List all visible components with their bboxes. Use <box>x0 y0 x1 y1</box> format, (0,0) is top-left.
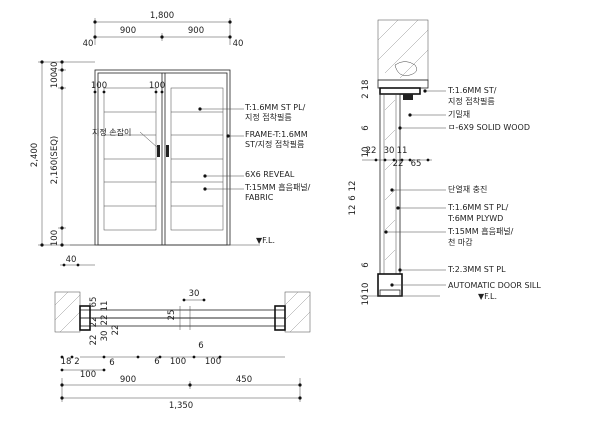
plan-dim-100: 100 <box>80 370 96 380</box>
note-acoustic-panel: T:15MM 흡음패널/ <box>244 182 311 192</box>
plan-small-2: 2 <box>74 357 79 367</box>
elev-dim-height: 2,400 <box>30 143 40 167</box>
elevation-notes: T:1.6MM ST PL/ 지정 접착필름 FRAME-T:1.6MM ST/… <box>198 103 311 202</box>
note-fabric: FABRIC <box>245 193 274 202</box>
elev-dim-edge-right: 40 <box>233 39 244 49</box>
elev-dim-top-a: 40 <box>50 62 60 73</box>
sec-note-door-sill: AUTOMATIC DOOR SILL <box>448 281 541 290</box>
sec-note-fabric: 천 마감 <box>448 237 473 247</box>
elev-dim-right-leaf: 900 <box>188 26 204 36</box>
handle-left <box>157 145 160 157</box>
elev-dim-bottom-left: 40 <box>66 255 77 265</box>
section-mid-12b: 12 <box>348 205 358 216</box>
section-row-30: 30 <box>384 146 395 156</box>
plan-stack-22a: 22 <box>89 317 99 328</box>
section-bottom-10a: 10 <box>361 283 371 294</box>
note-frame: FRAME-T:1.6MM <box>245 130 308 139</box>
elev-dim-bottom: 100 <box>50 230 60 246</box>
elev-inner-left: 100 <box>91 81 107 91</box>
section-row-11: 11 <box>397 146 408 156</box>
door-section: 18 2 6 10 12 6 12 6 10 10 22 30 11 22 65… <box>348 19 541 306</box>
elev-inner-right: 100 <box>149 81 165 91</box>
door-elevation: 1,800 900 900 40 40 2,400 2,160(SEQ) 40 … <box>30 11 311 267</box>
plan-stack-22d: 22 <box>111 325 121 336</box>
handle-label: 지정 손잡이 <box>92 127 131 137</box>
sec-note-st-plate: T:2.3MM ST PL <box>447 265 506 274</box>
section-dim-18: 18 <box>361 80 371 91</box>
section-row-65: 65 <box>411 159 422 169</box>
plan-stack-11: 11 <box>100 301 110 312</box>
elev-floor-label: ▼F.L. <box>256 236 275 245</box>
elev-dim-top-b: 100 <box>50 72 60 88</box>
elev-dim-overall: 1,800 <box>150 11 174 21</box>
section-floor-label: ▼F.L. <box>478 292 497 301</box>
sec-note-st-film: 지정 접착필름 <box>448 96 495 106</box>
note-st-pl-film: 지정 접착필름 <box>245 112 292 122</box>
plan-under-100a: 100 <box>170 357 186 367</box>
sec-note-plywood: T:6MM PLYWD <box>447 214 503 223</box>
elev-dim-left-leaf: 900 <box>120 26 136 36</box>
section-mid-6: 6 <box>348 195 358 200</box>
section-mid-12a: 12 <box>348 181 358 192</box>
leaf-section <box>379 93 401 275</box>
plan-dim-900: 900 <box>120 375 136 385</box>
handle-right <box>166 145 169 157</box>
section-row-22b: 22 <box>393 159 404 169</box>
sec-note-st-pl: T:1.6MM ST PL/ <box>447 203 509 212</box>
section-dim-6: 6 <box>361 125 371 130</box>
plan-under-6a: 6 <box>109 358 114 368</box>
leaf-panels <box>103 87 224 231</box>
elev-dim-edge-left: 40 <box>83 39 94 49</box>
plan-under-6b: 6 <box>154 357 159 367</box>
sec-note-acoustic: T:15MM 흡음패널/ <box>447 226 514 236</box>
plan-dim-25: 25 <box>167 310 177 321</box>
section-bottom-6: 6 <box>361 262 371 267</box>
section-notes: T:1.6MM ST/ 지정 접착필름 기밀재 ㅁ-6X9 SOLID WOOD… <box>384 86 541 290</box>
sec-note-insulation: 단열재 충진 <box>448 184 487 194</box>
plan-under-6c: 6 <box>198 341 203 351</box>
note-frame-film: ST/지정 접착필름 <box>245 139 304 149</box>
section-dim-10: 10 <box>361 147 371 158</box>
plan-leaves <box>79 309 286 319</box>
elev-dim-sub-height: 2,160(SEQ) <box>50 136 60 184</box>
plan-stack-22b: 22 <box>100 315 110 326</box>
sec-note-solid-wood: ㅁ-6X9 SOLID WOOD <box>448 123 530 132</box>
plan-small-18: 18 <box>61 357 72 367</box>
sec-note-st: T:1.6MM ST/ <box>447 86 497 95</box>
plan-dim-30: 30 <box>189 289 200 299</box>
section-row-22a: 22 <box>366 146 377 156</box>
section-dim-2: 2 <box>361 93 371 98</box>
door-plan: 30 25 65 22 22 11 22 30 22 6 100 6 6 100… <box>54 289 311 411</box>
plan-dim-450: 450 <box>236 375 252 385</box>
note-reveal: 6X6 REVEAL <box>245 170 295 179</box>
plan-stack-65: 65 <box>89 297 99 308</box>
note-st-pl: T:1.6MM ST PL/ <box>244 103 306 112</box>
plan-stack-30: 30 <box>100 331 110 342</box>
plan-stack-22c: 22 <box>89 335 99 346</box>
section-bottom-10b: 10 <box>361 295 371 306</box>
sec-note-seal: 기밀재 <box>448 110 470 119</box>
plan-dim-overall: 1,350 <box>169 401 193 411</box>
door-frame <box>94 69 231 246</box>
plan-under-100b: 100 <box>205 357 221 367</box>
